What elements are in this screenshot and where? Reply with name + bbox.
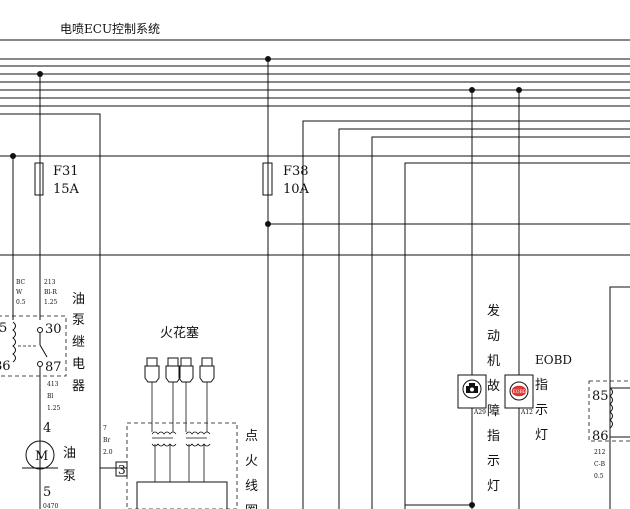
relay-pin-5: 5 — [0, 321, 7, 336]
spark-plugs: 火花塞 — [144, 325, 215, 432]
spark-plug-1 — [144, 357, 160, 388]
relay-out-spec-3: 1.25 — [47, 405, 61, 412]
right-relay-spec-2: C-B — [594, 461, 606, 468]
relay-out-spec-1: 413 — [47, 381, 59, 388]
eobd-lamp-pin: A12 — [520, 409, 533, 416]
relay-label-char-5: 器 — [72, 379, 85, 394]
right-relay: 85 86 212 C-B 0.5 — [588, 380, 630, 509]
spark-plug-2 — [165, 357, 181, 388]
pump-pin-bottom: 5 — [43, 485, 51, 500]
diagram-title: 电喷ECU控制系统 — [60, 22, 160, 36]
right-relay-pin-85: 85 — [592, 389, 609, 404]
pump-bottom-spec: 0470 — [43, 503, 58, 509]
coil-label-char-4: 圈 — [245, 504, 258, 509]
coil-label-char-1: 点 — [245, 429, 258, 444]
pump-label-char-2: 泵 — [63, 469, 76, 484]
right-relay-pin-86: 86 — [592, 429, 609, 444]
pump-label-char-1: 油 — [63, 446, 76, 461]
coil-label-char-3: 线 — [245, 479, 258, 494]
spark-plug-3 — [178, 357, 194, 388]
coil-spec-3: 2.0 — [103, 449, 113, 456]
fuel-pump: 4 M 5 0470 油 泵 — [22, 421, 76, 509]
fault-label-char-6: 指 — [487, 429, 500, 444]
fault-lamp-pin: A29 — [473, 409, 486, 416]
right-circuit — [302, 87, 630, 509]
relay-label-char-2: 泵 — [72, 313, 85, 328]
relay-label-char-4: 电 — [72, 357, 85, 372]
relay-coil-spec-3: 0.5 — [16, 299, 26, 306]
fuse-f31-rating: 15A — [53, 182, 80, 197]
spark-plug-label: 火花塞 — [160, 325, 199, 341]
fuse-f31-name: F31 — [53, 164, 79, 179]
coil-pin-3: 3 — [118, 463, 126, 477]
coil-spec-1: 7 — [103, 425, 107, 432]
relay-pin-86: 86 — [0, 359, 11, 374]
eobd-label: EOBD — [535, 353, 572, 367]
fuel-pump-relay: BC W 0.5 213 Bl-R 1.25 5 86 30 87 413 Bl… — [0, 279, 85, 509]
fuse-f38-rating: 10A — [283, 182, 310, 197]
left-circuit — [0, 71, 101, 509]
fault-label-char-8: 灯 — [487, 479, 500, 494]
center-circuit — [265, 56, 630, 509]
eobd-lamp: EOBD 指 示 灯 EOBD A12 — [504, 353, 572, 443]
relay-pin-87: 87 — [45, 360, 62, 375]
fault-label-char-1: 发 — [487, 303, 500, 319]
fuse-f38-name: F38 — [283, 164, 309, 179]
fault-label-char-4: 故 — [487, 379, 500, 394]
fault-label-char-5: 障 — [487, 404, 500, 419]
relay-coil-spec-2: W — [16, 289, 23, 296]
engine-icon — [466, 383, 478, 393]
spark-plug-4 — [199, 357, 215, 388]
fault-label-char-3: 机 — [487, 354, 500, 369]
ignition-coil: 7 Br 2.0 3 点 火 线 圈 — [100, 422, 258, 509]
power-bus — [0, 39, 630, 256]
relay-coil-spec-1: BC — [16, 279, 26, 286]
relay-out-spec-2: Bl — [47, 393, 53, 400]
relay-pin-30: 30 — [45, 322, 62, 337]
pump-motor-symbol: M — [35, 449, 48, 464]
relay-in-spec-1: 213 — [44, 279, 56, 286]
fuse-f31: F31 15A — [34, 162, 80, 197]
coil-label-char-2: 火 — [245, 454, 258, 469]
fault-label-char-7: 示 — [487, 454, 500, 469]
eobd-icon — [511, 385, 527, 397]
eobd-label-char-1: 指 — [535, 378, 548, 393]
relay-in-spec-3: 1.25 — [44, 299, 58, 306]
relay-label-char-1: 油 — [72, 292, 85, 307]
eobd-label-char-2: 示 — [535, 403, 548, 418]
eobd-label-char-3: 灯 — [535, 428, 548, 443]
right-relay-spec-3: 0.5 — [594, 473, 604, 480]
coil-spec-2: Br — [103, 437, 110, 444]
relay-label-char-3: 继 — [72, 335, 85, 350]
relay-in-spec-2: Bl-R — [44, 289, 57, 296]
pump-pin-top: 4 — [43, 421, 51, 436]
right-relay-spec-1: 212 — [594, 449, 606, 456]
engine-fault-lamp: 发 动 机 故 障 指 示 灯 A29 — [457, 303, 500, 494]
fault-label-char-2: 动 — [487, 329, 500, 344]
eobd-icon-text: EOBD — [513, 389, 527, 395]
